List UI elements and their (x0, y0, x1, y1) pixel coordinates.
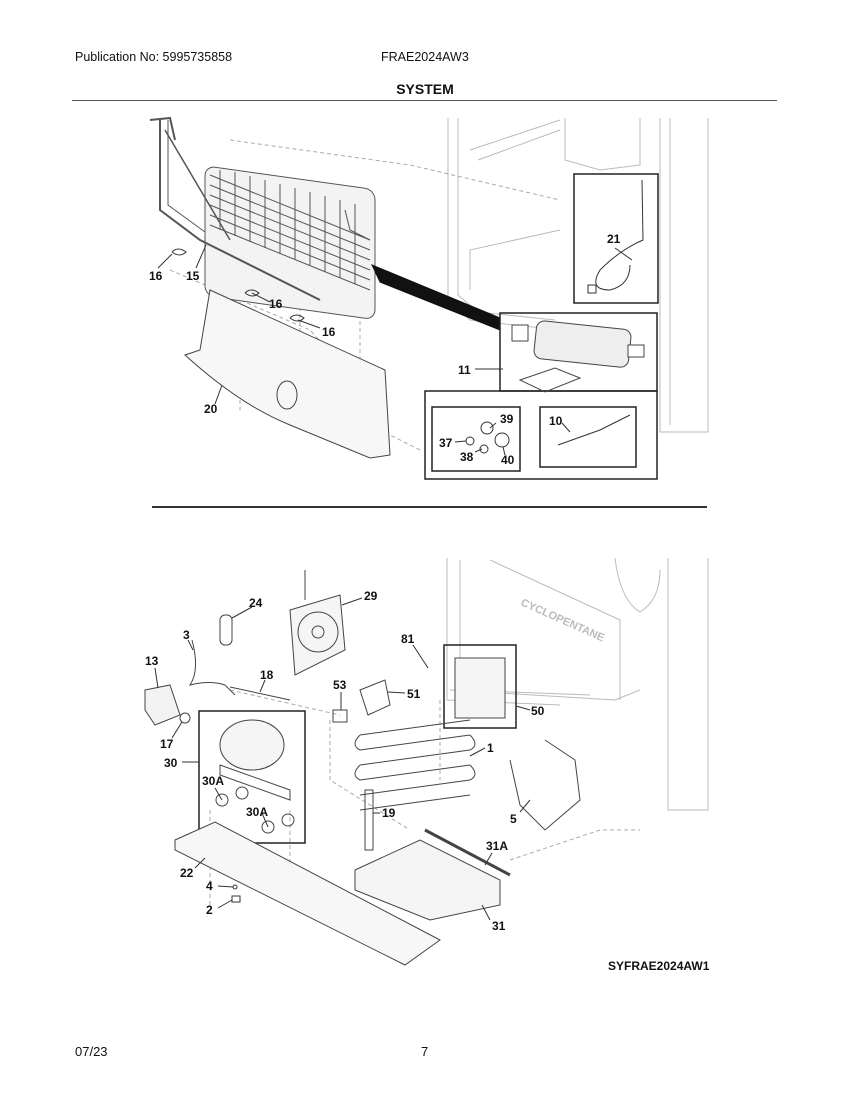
page-number: 7 (421, 1044, 429, 1059)
callout-label: 29 (364, 589, 378, 603)
embossed-liner-text: CYCLOPENTANE (519, 597, 606, 645)
section-title: SYSTEM (396, 81, 454, 97)
callout-label: 2 (206, 903, 213, 917)
callout-label: 4 (206, 879, 213, 893)
cabinet-liner-upper (447, 118, 709, 433)
callout-label: 53 (333, 678, 347, 692)
section-divider (152, 506, 707, 508)
callout-label: 13 (145, 654, 159, 668)
water-valve (359, 679, 391, 716)
filter-drier (219, 614, 233, 646)
callout-label: 5 (510, 812, 517, 826)
callout-label: 22 (180, 866, 194, 880)
callout-label: 18 (260, 668, 274, 682)
callout-label: 16 (322, 325, 336, 339)
callout-label: 21 (607, 232, 621, 246)
callout-label: 51 (407, 687, 421, 701)
callout-label: 30A (246, 805, 268, 819)
evaporator-kit (511, 320, 645, 393)
callout-label: 50 (531, 704, 545, 718)
wire-harness (509, 739, 581, 831)
callout-label: 15 (186, 269, 200, 283)
evaporator-coil (149, 116, 376, 319)
process-tube (188, 639, 236, 696)
callout-label: 16 (269, 297, 283, 311)
callout-label: 10 (549, 414, 563, 428)
callout-label: 16 (149, 269, 163, 283)
callout-label: 38 (460, 450, 474, 464)
callout-label: 39 (500, 412, 514, 426)
header-rule (72, 100, 777, 101)
publication-number: Publication No: 5995735858 (75, 50, 233, 64)
callout-label: 1 (487, 741, 494, 755)
tube-clips (171, 248, 305, 322)
drain-pan (354, 839, 501, 921)
revision-date: 07/23 (75, 1044, 108, 1059)
inset-pointer (370, 264, 501, 331)
callout-label: 31A (486, 839, 508, 853)
callout-label: 11 (458, 363, 471, 377)
lower-callouts: 24 29 3 13 18 81 53 51 50 17 30 30A 30A … (145, 589, 545, 933)
fittings (465, 414, 631, 454)
evaporator-cover (184, 289, 391, 459)
model-number: FRAE2024AW3 (381, 50, 469, 64)
base-plate (174, 821, 441, 966)
callout-label: 3 (183, 628, 190, 642)
diagram-code: SYFRAE2024AW1 (608, 959, 710, 973)
callout-label: 30A (202, 774, 224, 788)
inset-box-fittings (431, 406, 521, 472)
compressor (219, 719, 285, 771)
condensate-rod (424, 828, 511, 877)
start-relay (144, 684, 181, 726)
callout-label: 31 (492, 919, 506, 933)
callout-label: 24 (249, 596, 263, 610)
drain-tube (364, 789, 374, 851)
callout-label: 30 (164, 756, 178, 770)
callout-label: 40 (501, 453, 515, 467)
callout-label: 17 (160, 737, 174, 751)
callout-label: 81 (401, 632, 415, 646)
callout-label: 19 (382, 806, 396, 820)
inset-box-21 (573, 173, 659, 304)
condenser-fan (289, 570, 346, 676)
callout-label: 20 (204, 402, 218, 416)
upper-callouts: 16 15 16 16 20 21 11 39 37 38 40 10 (149, 232, 621, 467)
defrost-sensor (595, 179, 644, 291)
control-board-box (443, 644, 517, 729)
leader-lines (154, 244, 633, 921)
inset-box-10 (539, 406, 637, 468)
inset-box-lower (424, 390, 658, 480)
callout-label: 37 (439, 436, 453, 450)
condenser-coil (354, 719, 476, 811)
